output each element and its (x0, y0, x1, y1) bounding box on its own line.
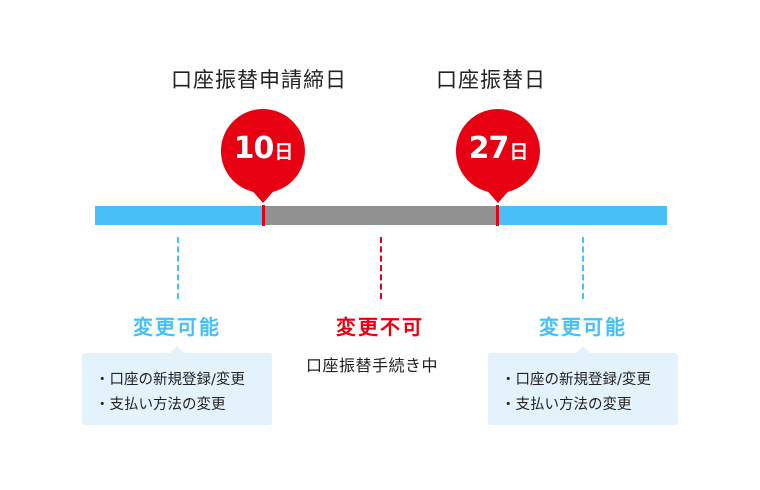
timeline-tick-27 (496, 205, 499, 226)
marker-day-unit: 日 (274, 141, 293, 163)
application-deadline-label: 口座振替申請締日 (171, 68, 347, 92)
timeline-segment-locked (265, 206, 496, 225)
timeline-tick-10 (262, 205, 265, 226)
day-27-marker: 27日 (453, 106, 543, 206)
transfer-day-label: 口座振替日 (436, 68, 546, 92)
list-item: ・口座の新規登録/変更 (501, 372, 651, 388)
marker-day-unit: 日 (509, 141, 528, 163)
status-left: 変更可能 (133, 315, 221, 339)
day-27-text: 27日 (453, 131, 543, 166)
marker-day-number: 27 (468, 131, 510, 166)
map-pin-icon (220, 109, 305, 203)
day-10-marker: 10日 (218, 106, 308, 206)
list-item: ・支払い方法の変更 (95, 397, 226, 413)
status-right: 変更可能 (539, 315, 627, 339)
timeline-segment-changeable-left (95, 206, 262, 225)
marker-day-number: 10 (233, 131, 275, 166)
info-box-left: ・口座の新規登録/変更 ・支払い方法の変更 (82, 346, 272, 425)
timeline-segment-changeable-right (499, 206, 667, 225)
connector-middle (380, 237, 382, 299)
list-item: ・支払い方法の変更 (501, 397, 632, 413)
day-10-text: 10日 (218, 131, 308, 166)
list-item: ・口座の新規登録/変更 (95, 372, 245, 388)
connector-right (582, 237, 584, 299)
in-process-note: 口座振替手続き中 (306, 356, 439, 375)
info-box-right: ・口座の新規登録/変更 ・支払い方法の変更 (488, 346, 678, 425)
map-pin-icon (455, 109, 540, 203)
status-middle: 変更不可 (336, 315, 424, 339)
connector-left (177, 237, 179, 299)
